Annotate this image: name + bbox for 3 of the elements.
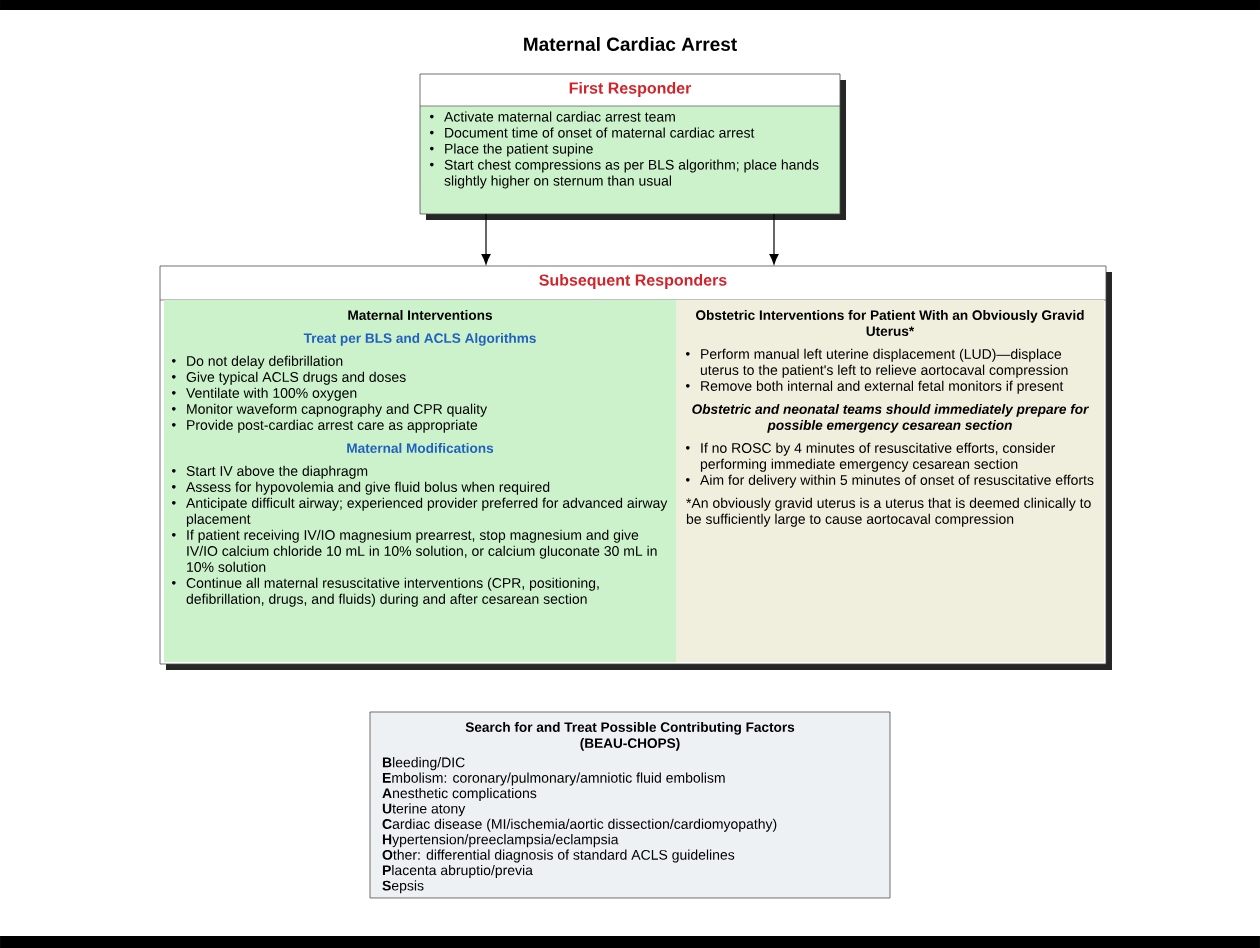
arrow xyxy=(769,213,779,265)
arrow xyxy=(481,213,491,265)
title: Maternal Cardiac Arrest xyxy=(524,37,737,51)
